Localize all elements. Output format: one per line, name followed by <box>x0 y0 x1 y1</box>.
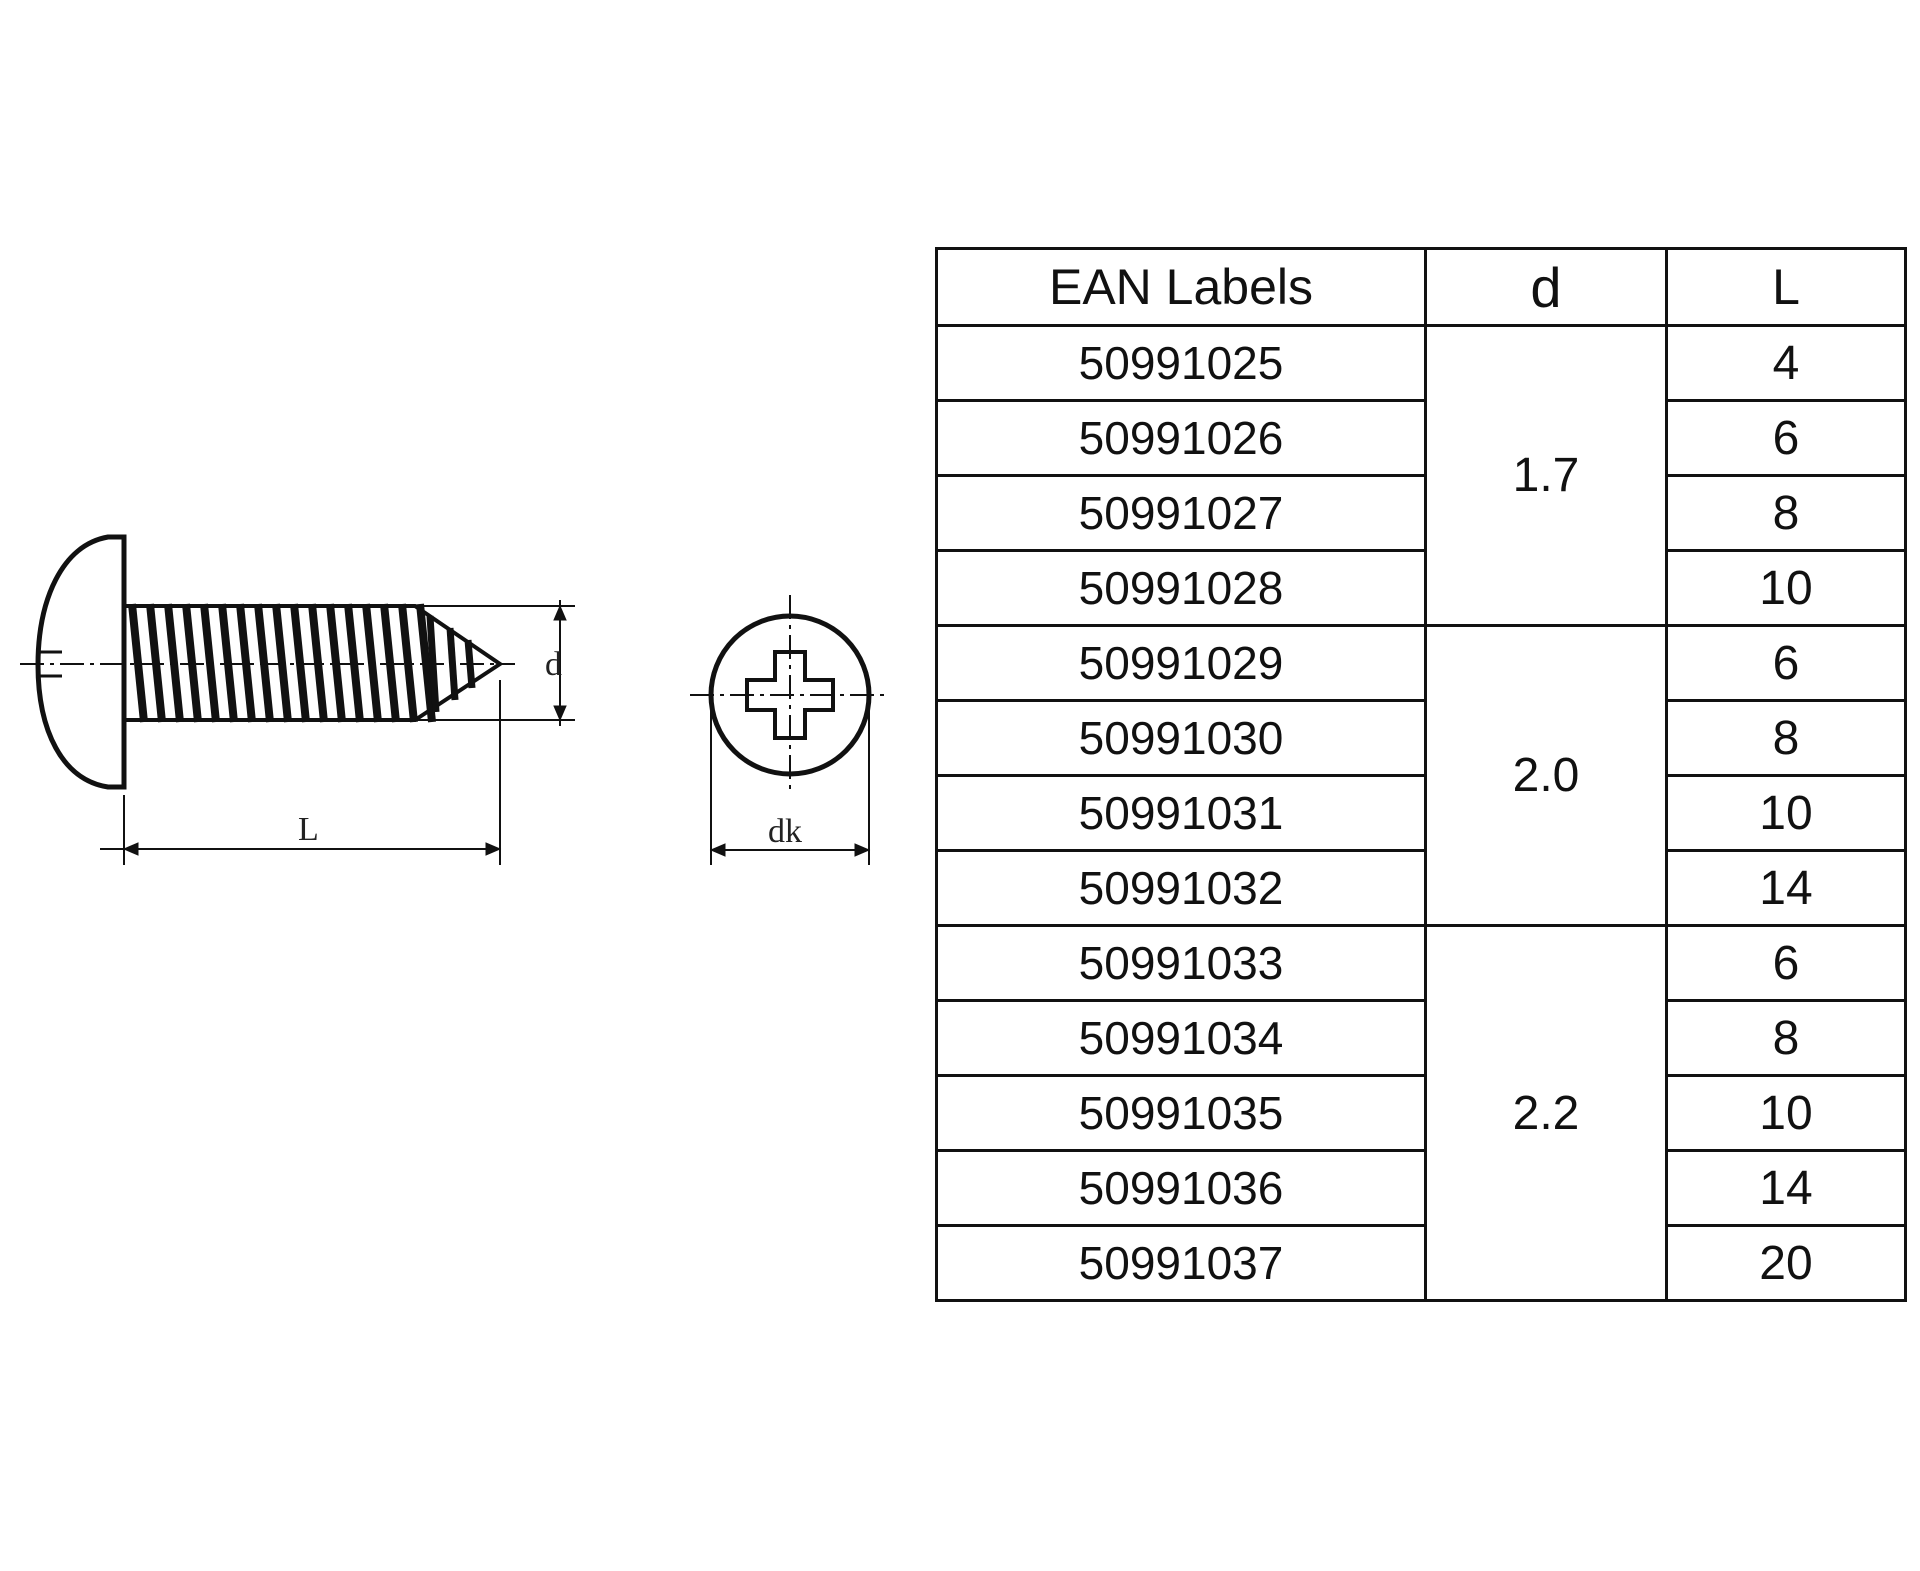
cell-ean: 50991029 <box>935 624 1427 702</box>
dim-label-dk: dk <box>768 813 802 850</box>
cell-ean: 50991028 <box>935 549 1427 627</box>
dimension-dk: dk <box>709 700 871 865</box>
cell-l: 6 <box>1665 924 1907 1002</box>
header-l: L <box>1665 247 1907 327</box>
thread-line <box>398 603 418 723</box>
phillips-cross-icon <box>745 650 835 740</box>
table-row: 50991031 10 <box>935 774 1907 852</box>
table-row: 50991036 14 <box>935 1149 1907 1227</box>
cell-l: 14 <box>1665 849 1907 927</box>
cell-ean: 50991036 <box>935 1149 1427 1227</box>
cell-l: 10 <box>1665 1074 1907 1152</box>
cell-l: 10 <box>1665 549 1907 627</box>
cell-d-group: 2.2 <box>1424 924 1668 1302</box>
spec-table: EAN Labels d L 50991025 1.7 4 50991026 6… <box>935 247 1907 1302</box>
table-row: 50991029 2.0 6 <box>935 624 1907 927</box>
cell-l: 14 <box>1665 1149 1907 1227</box>
cell-l: 8 <box>1665 474 1907 552</box>
cell-ean: 50991034 <box>935 999 1427 1077</box>
dimension-l: L <box>100 680 502 865</box>
cell-ean: 50991026 <box>935 399 1427 477</box>
dimension-d: d <box>410 600 575 726</box>
header-ean-labels: EAN Labels <box>935 247 1427 327</box>
dim-label-l: L <box>298 811 319 848</box>
cell-l: 4 <box>1665 324 1907 402</box>
cell-l: 20 <box>1665 1224 1907 1302</box>
cell-l: 6 <box>1665 624 1907 702</box>
table-row: 50991027 8 <box>935 474 1907 552</box>
table-row: 50991033 2.2 6 <box>935 924 1907 1302</box>
cell-ean: 50991030 <box>935 699 1427 777</box>
thread-line <box>128 603 148 723</box>
screw-head-top-view <box>690 595 890 795</box>
table-row: 50991035 10 <box>935 1074 1907 1152</box>
thread-line <box>236 603 256 723</box>
cell-l: 10 <box>1665 774 1907 852</box>
table-row: 50991028 10 <box>935 549 1907 627</box>
cell-ean: 50991035 <box>935 1074 1427 1152</box>
cell-ean: 50991037 <box>935 1224 1427 1302</box>
table-row: 50991025 1.7 4 <box>935 324 1907 627</box>
table-row: 50991026 6 <box>935 399 1907 477</box>
cell-l: 8 <box>1665 999 1907 1077</box>
cell-d-group: 1.7 <box>1424 324 1668 627</box>
dim-label-d: d <box>545 646 562 683</box>
screw-side-view <box>20 534 515 790</box>
cell-ean: 50991032 <box>935 849 1427 927</box>
cell-ean: 50991033 <box>935 924 1427 1002</box>
cell-ean: 50991031 <box>935 774 1427 852</box>
cell-d-group: 2.0 <box>1424 624 1668 927</box>
screw-head-side <box>35 534 127 790</box>
table-row: 50991030 8 <box>935 699 1907 777</box>
table-header-row: EAN Labels d L <box>935 247 1907 327</box>
technical-drawing: d L dk <box>20 534 890 865</box>
cell-ean: 50991025 <box>935 324 1427 402</box>
cell-l: 8 <box>1665 699 1907 777</box>
table-row: 50991034 8 <box>935 999 1907 1077</box>
cell-l: 6 <box>1665 399 1907 477</box>
table-row: 50991032 14 <box>935 849 1907 927</box>
table-row: 50991037 20 <box>935 1224 1907 1302</box>
thread-line <box>326 603 346 723</box>
cell-ean: 50991027 <box>935 474 1427 552</box>
header-d: d <box>1424 247 1668 327</box>
